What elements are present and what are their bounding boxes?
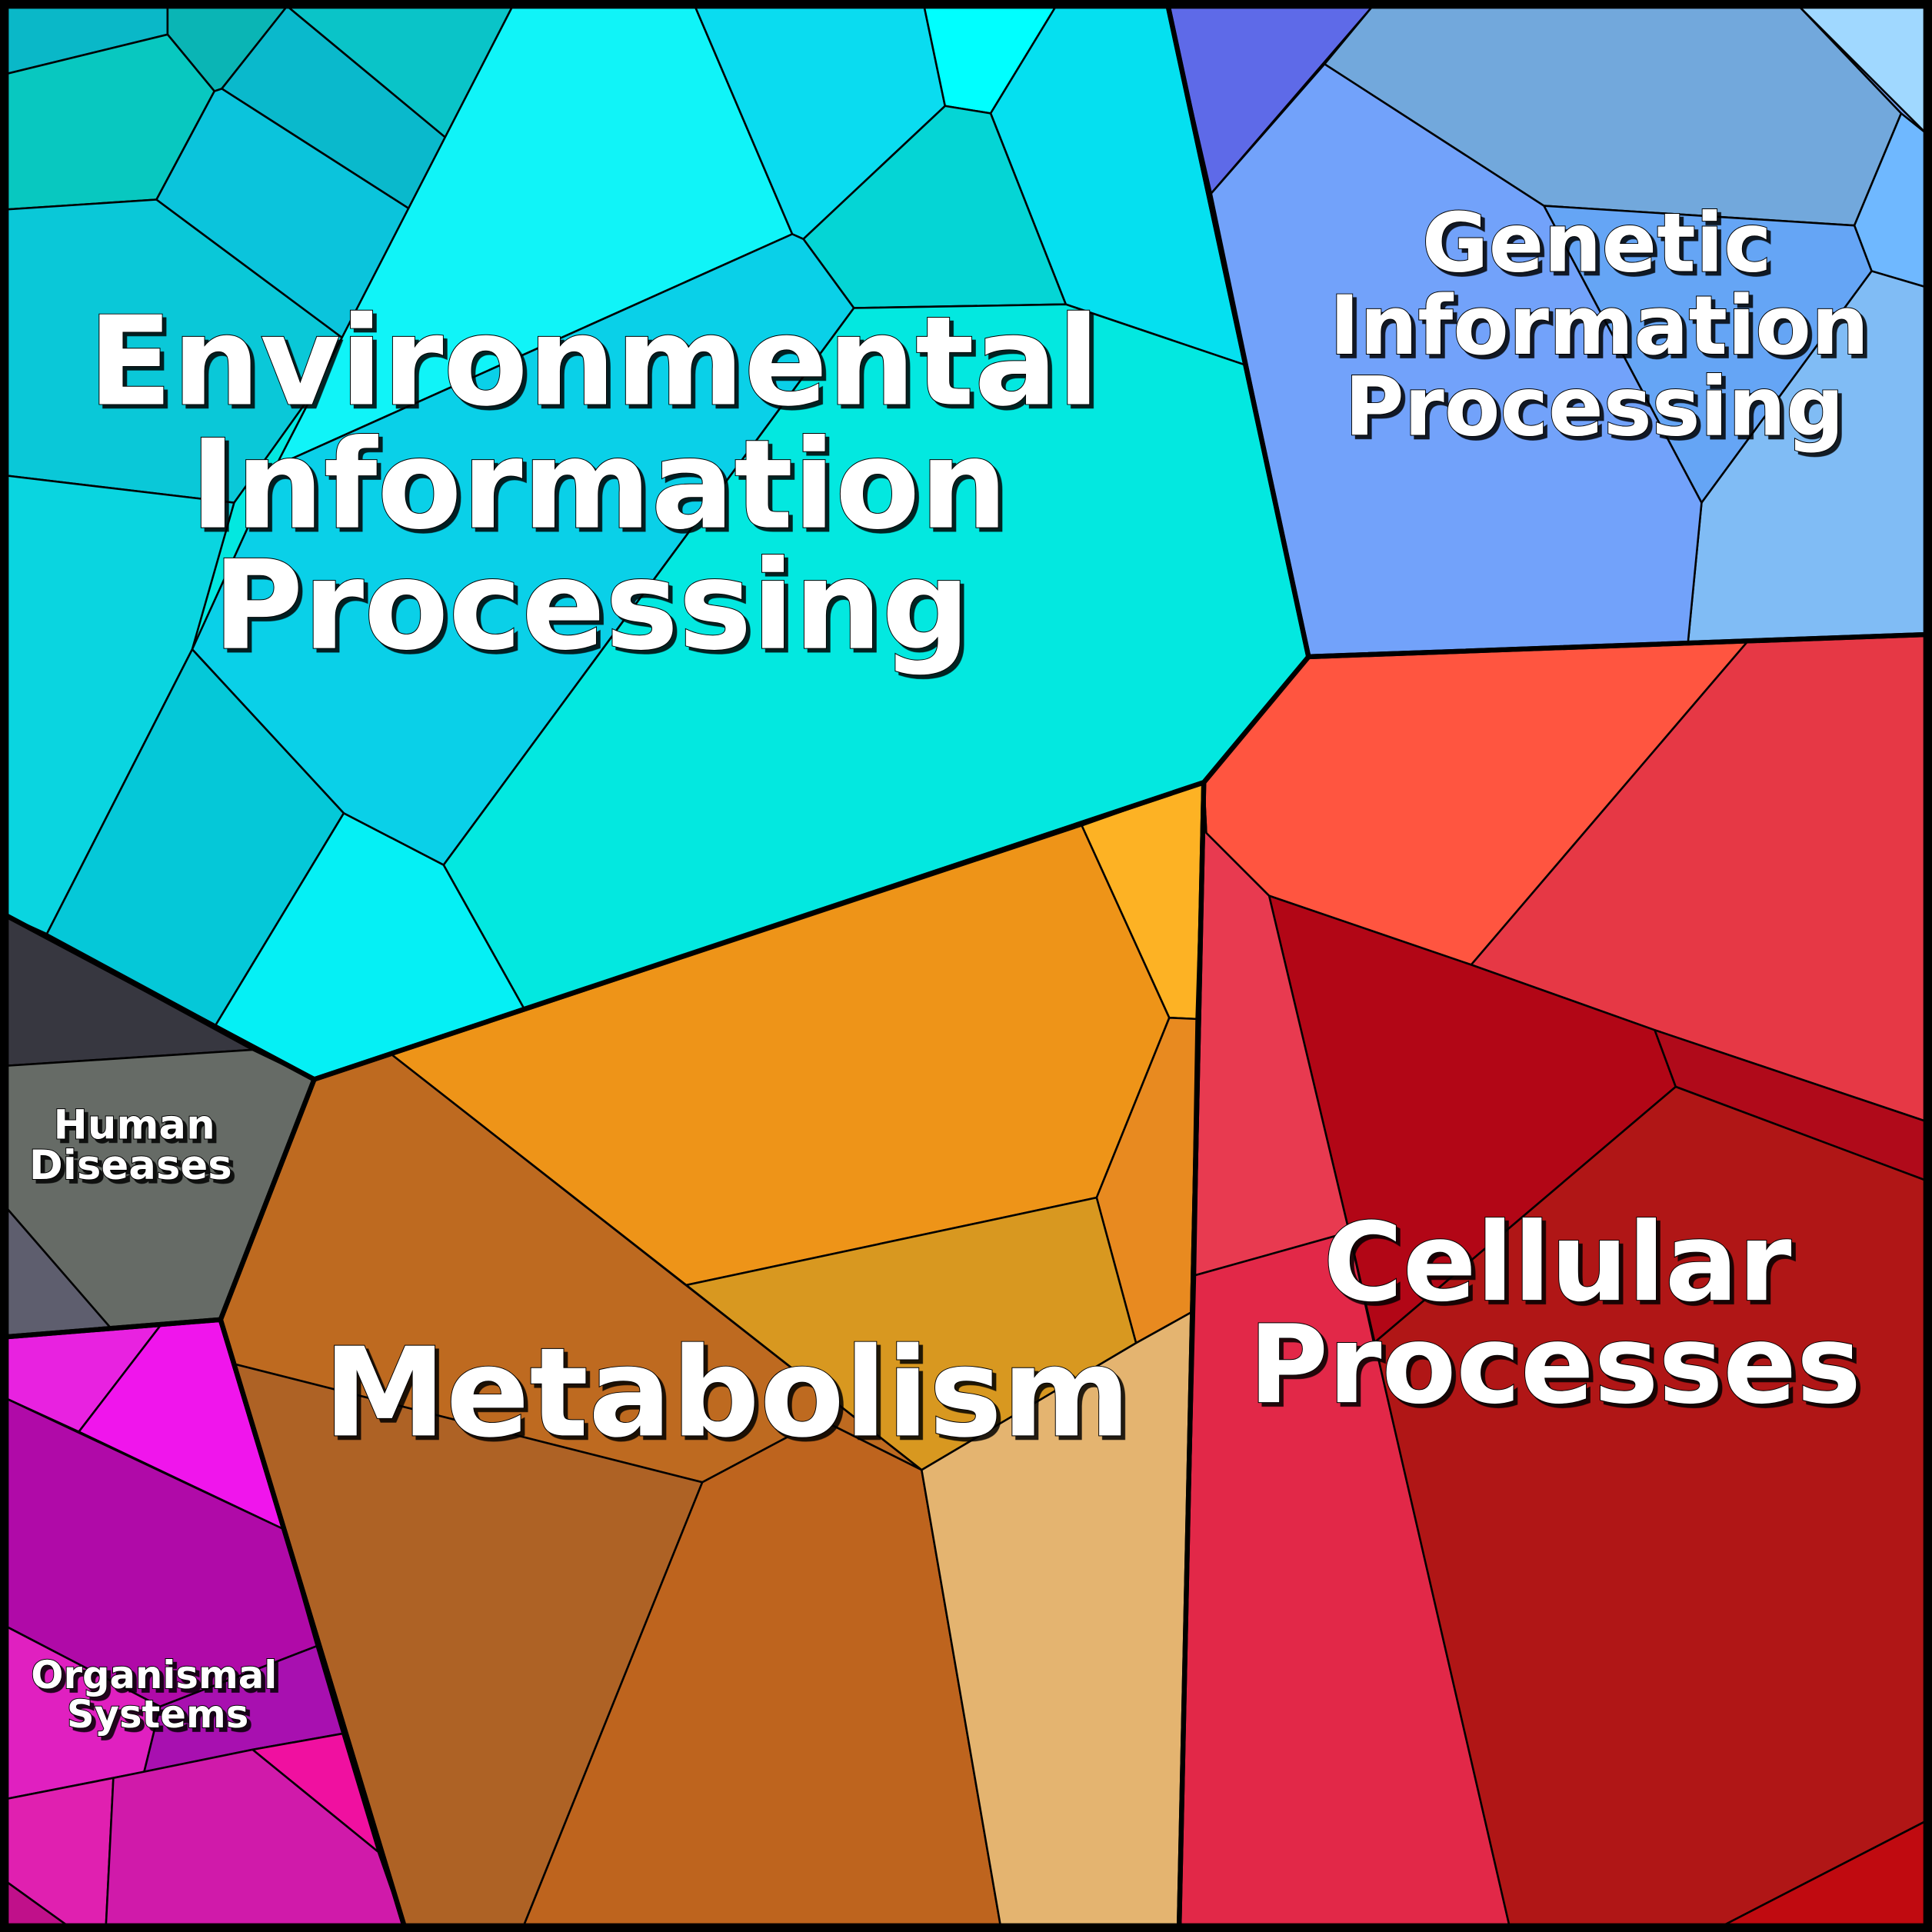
label-environmental: Environmental Information Processing (88, 289, 1101, 678)
label-line: Human (53, 1101, 215, 1148)
label-line: Information (190, 413, 1008, 557)
cell-environmental (155, 88, 411, 344)
label-organismal: Organismal Systems (30, 1652, 278, 1737)
label-line: Diseases (29, 1142, 232, 1189)
label-line: Processing (1344, 360, 1844, 455)
label-cellular: Cellular Processes (1248, 1199, 1862, 1429)
label-line: Genetic (1422, 195, 1772, 290)
label-line: Environmental (88, 289, 1100, 433)
label-line: Cellular (1323, 1200, 1792, 1326)
label-genetic: Genetic Information Processing (1329, 195, 1870, 455)
label-human-diseases: Human Diseases (28, 1101, 233, 1190)
label-line: Metabolism (323, 1321, 1131, 1464)
label-metabolism: Metabolism (322, 1320, 1131, 1465)
label-line: Organismal (31, 1653, 277, 1697)
label-line: Processing (213, 534, 970, 678)
label-line: Systems (67, 1692, 248, 1737)
label-line: Information (1330, 278, 1870, 373)
label-line: Processes (1249, 1302, 1861, 1428)
